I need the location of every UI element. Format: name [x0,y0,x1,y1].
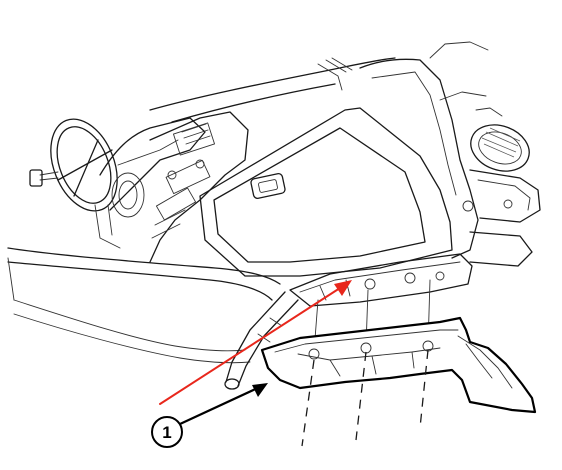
callout-arrow-1 [178,383,268,426]
fastener-dashed-lines [301,349,429,447]
glove-box [199,107,453,277]
upper-dash-panel [149,57,396,123]
center-stack [149,111,249,263]
lower-trim-panel [7,247,281,364]
callout-label-1: 1 [162,423,171,442]
lower-mounting-rail [289,253,473,307]
instrument-cluster [94,117,206,249]
hvac-duct-assembly [359,41,541,267]
silencer-panel [260,316,537,414]
callout-badge-1: 1 [151,416,183,448]
floor-duct [224,291,299,390]
steering-wheel [29,118,118,212]
red-indicator-arrow [159,280,352,405]
